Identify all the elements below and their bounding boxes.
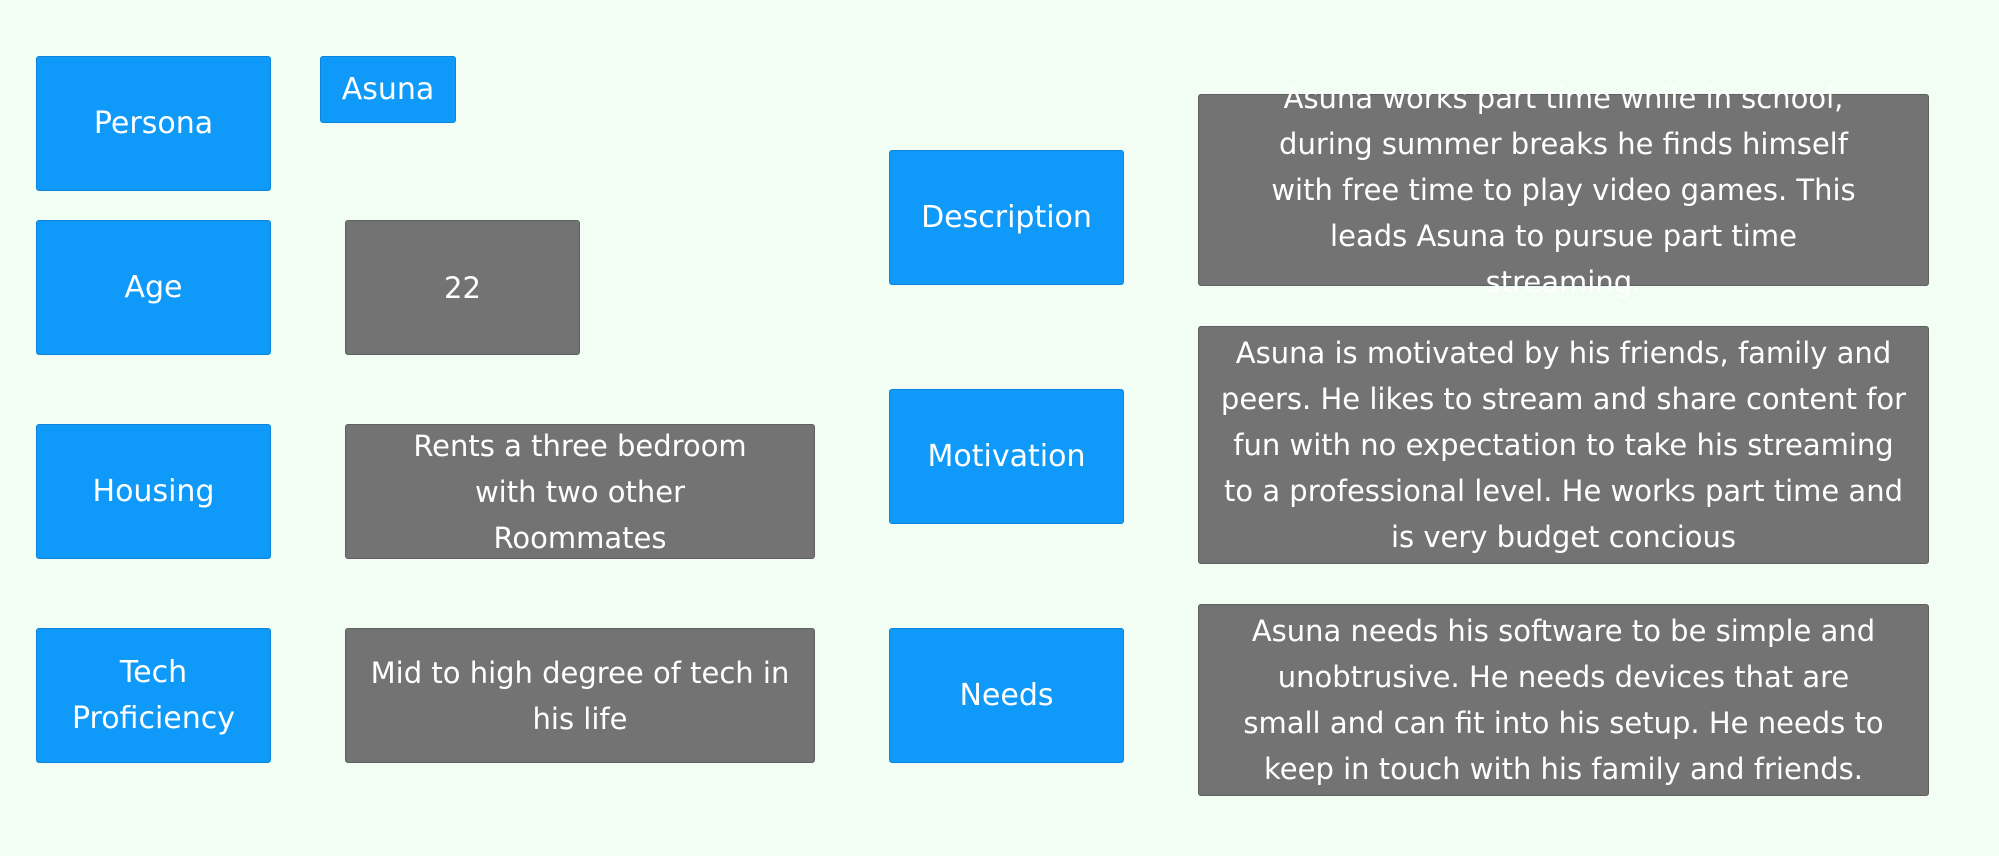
age-value-box: 22 xyxy=(345,220,580,355)
persona-name-box: Asuna xyxy=(320,56,456,123)
needs-value-box: Asuna needs his software to be simple an… xyxy=(1198,604,1929,796)
tech-label: Tech Proficiency xyxy=(71,654,236,736)
needs-label: Needs xyxy=(959,677,1054,713)
description-label: Description xyxy=(921,199,1092,235)
age-label: Age xyxy=(124,269,183,305)
housing-label-box: Housing xyxy=(36,424,271,559)
needs-label-box: Needs xyxy=(889,628,1124,763)
persona-label-box: Persona xyxy=(36,56,271,191)
age-label-box: Age xyxy=(36,220,271,355)
motivation-label-box: Motivation xyxy=(889,389,1124,524)
tech-label-box: Tech Proficiency xyxy=(36,628,271,763)
age-value: 22 xyxy=(444,270,481,305)
housing-label: Housing xyxy=(92,473,215,509)
persona-name: Asuna xyxy=(341,71,435,107)
needs-value: Asuna needs his software to be simple an… xyxy=(1243,614,1884,786)
housing-value-box: Rents a three bedroom with two other Roo… xyxy=(345,424,815,559)
motivation-value: Asuna is motivated by his friends, famil… xyxy=(1220,336,1907,554)
description-value-box: Asuna works part time while in school, d… xyxy=(1198,81,1929,299)
housing-value: Rents a three bedroom with two other Roo… xyxy=(413,428,747,555)
motivation-label: Motivation xyxy=(927,438,1086,474)
tech-value: Mid to high degree of tech in his life xyxy=(370,655,790,736)
description-value: Asuna works part time while in school, d… xyxy=(1271,81,1856,299)
tech-value-box: Mid to high degree of tech in his life xyxy=(345,628,815,763)
description-label-box: Description xyxy=(889,150,1124,285)
motivation-value-box: Asuna is motivated by his friends, famil… xyxy=(1198,326,1929,564)
persona-label: Persona xyxy=(93,105,214,141)
